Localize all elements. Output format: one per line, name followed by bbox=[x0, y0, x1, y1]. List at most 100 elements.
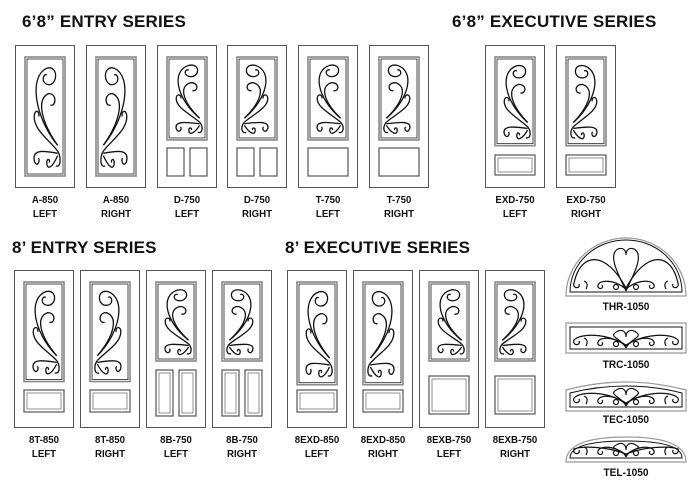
door-drawing bbox=[146, 270, 206, 428]
door-side: LEFT bbox=[31, 448, 57, 460]
door-panel bbox=[494, 154, 536, 176]
door-panel bbox=[307, 147, 349, 177]
transom-label: TEC-1050 bbox=[602, 414, 650, 426]
door-panel bbox=[244, 369, 263, 417]
door-model: A-850 bbox=[102, 194, 130, 206]
wrought-iron-scroll bbox=[305, 291, 333, 378]
wrought-iron-scroll bbox=[100, 67, 128, 168]
door-drawing bbox=[86, 45, 146, 188]
wrought-iron-scroll bbox=[383, 64, 411, 134]
glass-panel bbox=[23, 281, 65, 383]
door-panel bbox=[221, 369, 240, 417]
door-drawing bbox=[353, 270, 413, 428]
door-side: LEFT bbox=[174, 208, 200, 220]
transom-drawing bbox=[565, 237, 687, 297]
door-panel bbox=[166, 147, 185, 177]
door-side: LEFT bbox=[163, 448, 189, 460]
section-title-entry-68: 6’8” ENTRY SERIES bbox=[22, 12, 187, 31]
wrought-iron-scroll bbox=[316, 64, 344, 134]
glass-panel bbox=[89, 281, 131, 383]
door-model: 8B-750 bbox=[160, 434, 192, 446]
door-drawing bbox=[485, 270, 545, 428]
door-panel bbox=[189, 147, 208, 177]
door-panel bbox=[428, 375, 470, 415]
wrought-iron-scroll bbox=[33, 67, 61, 168]
wrought-iron-scroll bbox=[94, 290, 122, 375]
section-title-executive-68: 6’8” EXECUTIVE SERIES bbox=[452, 12, 657, 31]
door-model: 8T-850 bbox=[28, 434, 60, 446]
wrought-iron-scroll bbox=[573, 387, 679, 407]
transom-label: TRC-1050 bbox=[602, 359, 650, 371]
transom-drawing bbox=[565, 322, 687, 354]
section-title-entry-8: 8’ ENTRY SERIES bbox=[12, 238, 157, 257]
door-drawing bbox=[227, 45, 287, 188]
wrought-iron-scroll bbox=[570, 65, 598, 140]
door-drawing bbox=[298, 45, 358, 188]
door-drawing bbox=[369, 45, 429, 188]
transom-drawing bbox=[565, 381, 687, 412]
door-model: 8EXD-850 bbox=[360, 434, 406, 446]
door-panel bbox=[259, 147, 278, 177]
wrought-iron-scroll bbox=[226, 289, 254, 356]
door-drawing bbox=[15, 45, 75, 188]
door-side: RIGHT bbox=[367, 448, 399, 460]
glass-panel bbox=[296, 281, 338, 386]
door-side: RIGHT bbox=[226, 448, 258, 460]
wrought-iron-scroll bbox=[573, 329, 679, 349]
glass-panel bbox=[166, 56, 208, 141]
door-side: LEFT bbox=[502, 208, 528, 220]
glass-panel bbox=[494, 56, 536, 147]
wrought-iron-scroll bbox=[437, 289, 465, 356]
wrought-iron-scroll bbox=[32, 290, 60, 375]
door-panel bbox=[296, 389, 338, 413]
door-side: RIGHT bbox=[383, 208, 415, 220]
door-model: 8B-750 bbox=[226, 434, 258, 446]
door-panel bbox=[178, 369, 197, 417]
door-model: 8EXB-750 bbox=[426, 434, 472, 446]
door-side: LEFT bbox=[304, 448, 330, 460]
door-side: LEFT bbox=[32, 208, 58, 220]
door-model: T-750 bbox=[315, 194, 341, 206]
glass-panel bbox=[236, 56, 278, 141]
glass-panel bbox=[95, 56, 137, 177]
door-side: LEFT bbox=[315, 208, 341, 220]
glass-panel bbox=[155, 281, 197, 362]
door-drawing bbox=[419, 270, 479, 428]
door-drawing bbox=[485, 45, 545, 188]
door-side: RIGHT bbox=[100, 208, 132, 220]
door-panel bbox=[362, 389, 404, 413]
door-panel bbox=[89, 389, 131, 413]
glass-panel bbox=[24, 56, 66, 177]
door-model: EXD-750 bbox=[566, 194, 606, 206]
glass-panel bbox=[428, 281, 470, 362]
door-panel bbox=[565, 154, 607, 176]
wrought-iron-scroll bbox=[499, 289, 527, 356]
door-drawing bbox=[212, 270, 272, 428]
door-model: 8EXD-850 bbox=[294, 434, 340, 446]
transom-label: THR-1050 bbox=[602, 301, 650, 313]
wrought-iron-scroll bbox=[367, 291, 395, 378]
wrought-iron-scroll bbox=[573, 247, 679, 292]
glass-panel bbox=[307, 56, 349, 141]
door-model: D-750 bbox=[173, 194, 201, 206]
door-side: RIGHT bbox=[94, 448, 126, 460]
glass-panel bbox=[221, 281, 263, 362]
door-panel bbox=[236, 147, 255, 177]
wrought-iron-scroll bbox=[573, 442, 679, 458]
door-model: A-850 bbox=[31, 194, 59, 206]
door-drawing bbox=[80, 270, 140, 428]
glass-panel bbox=[378, 56, 420, 141]
glass-panel bbox=[494, 281, 536, 362]
door-drawing bbox=[556, 45, 616, 188]
wrought-iron-scroll bbox=[164, 289, 192, 356]
transom-drawing bbox=[565, 436, 687, 463]
